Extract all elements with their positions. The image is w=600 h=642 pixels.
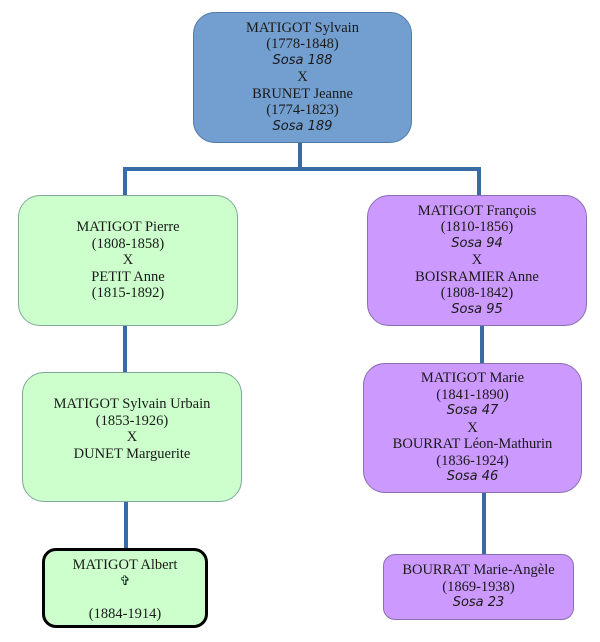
person-dates: (1853-1926) — [95, 412, 169, 429]
person-name: MATIGOT Albert — [72, 557, 178, 573]
spouse-dates: (1836-1924) — [436, 452, 509, 469]
person-dates: (1884-1914) — [88, 606, 162, 622]
person-name: MATIGOT Sylvain Urbain — [53, 396, 211, 412]
spouse-sosa-number: Sosa 46 — [446, 469, 499, 485]
spouse-dates: (1808-1842) — [440, 285, 514, 302]
sosa-number: Sosa 94 — [451, 235, 503, 251]
marriage-separator: X — [297, 69, 308, 86]
right-gen2-couple-box[interactable]: MATIGOT Marie (1841-1890) Sosa 47 X BOUR… — [363, 363, 582, 493]
death-cross-icon: ✞ — [119, 573, 131, 589]
connector-right-3 — [482, 493, 486, 555]
sosa-number: Sosa 47 — [446, 403, 499, 419]
connector-left-3 — [124, 502, 128, 549]
spouse-name: DUNET Marguerite — [73, 445, 191, 462]
spouse-name: BRUNET Jeanne — [252, 85, 353, 102]
person-name: MATIGOT François — [417, 202, 537, 219]
marriage-separator: X — [126, 429, 138, 445]
spouse-sosa-number: Sosa 95 — [451, 301, 503, 317]
connector-horizontal — [123, 167, 481, 171]
person-name: MATIGOT Pierre — [76, 219, 180, 236]
left-gen1-couple-box[interactable]: MATIGOT Pierre (1808-1858) X PETIT Anne … — [18, 195, 238, 326]
connector-root-down — [298, 143, 302, 171]
connector-left-1 — [123, 167, 127, 196]
marriage-separator: X — [122, 252, 134, 269]
left-gen2-couple-box[interactable]: MATIGOT Sylvain Urbain (1853-1926) X DUN… — [22, 372, 242, 502]
left-gen3-person-box[interactable]: MATIGOT Albert ✞ (1884-1914) — [42, 548, 208, 628]
connector-right-2 — [480, 326, 484, 364]
person-dates: (1869-1938) — [442, 578, 515, 595]
person-dates: (1810-1856) — [440, 219, 514, 236]
sosa-number: Sosa 188 — [272, 52, 333, 68]
connector-right-1 — [477, 167, 481, 196]
person-name: BOURRAT Marie-Angèle — [402, 562, 555, 579]
marriage-separator: X — [467, 419, 478, 436]
person-dates: (1841-1890) — [436, 386, 509, 403]
spouse-dates: (1815-1892) — [91, 285, 165, 302]
person-name: MATIGOT Sylvain — [246, 19, 359, 36]
connector-left-2 — [123, 326, 127, 373]
person-dates: (1808-1858) — [91, 235, 165, 252]
person-dates: (1778-1848) — [266, 36, 339, 53]
spouse-sosa-number: Sosa 189 — [272, 118, 333, 134]
spouse-name: BOURRAT Léon-Mathurin — [392, 436, 553, 453]
sosa-number: Sosa 23 — [452, 595, 505, 611]
spouse-dates: (1774-1823) — [266, 102, 339, 119]
spouse-name: BOISRAMIER Anne — [415, 268, 539, 285]
person-name: MATIGOT Marie — [420, 370, 525, 387]
marriage-separator: X — [471, 252, 483, 269]
right-gen3-person-box[interactable]: BOURRAT Marie-Angèle (1869-1938) Sosa 23 — [383, 554, 574, 620]
spouse-name: PETIT Anne — [91, 268, 165, 285]
root-couple-box[interactable]: MATIGOT Sylvain (1778-1848) Sosa 188 X B… — [193, 12, 412, 143]
right-gen1-couple-box[interactable]: MATIGOT François (1810-1856) Sosa 94 X B… — [367, 195, 587, 326]
